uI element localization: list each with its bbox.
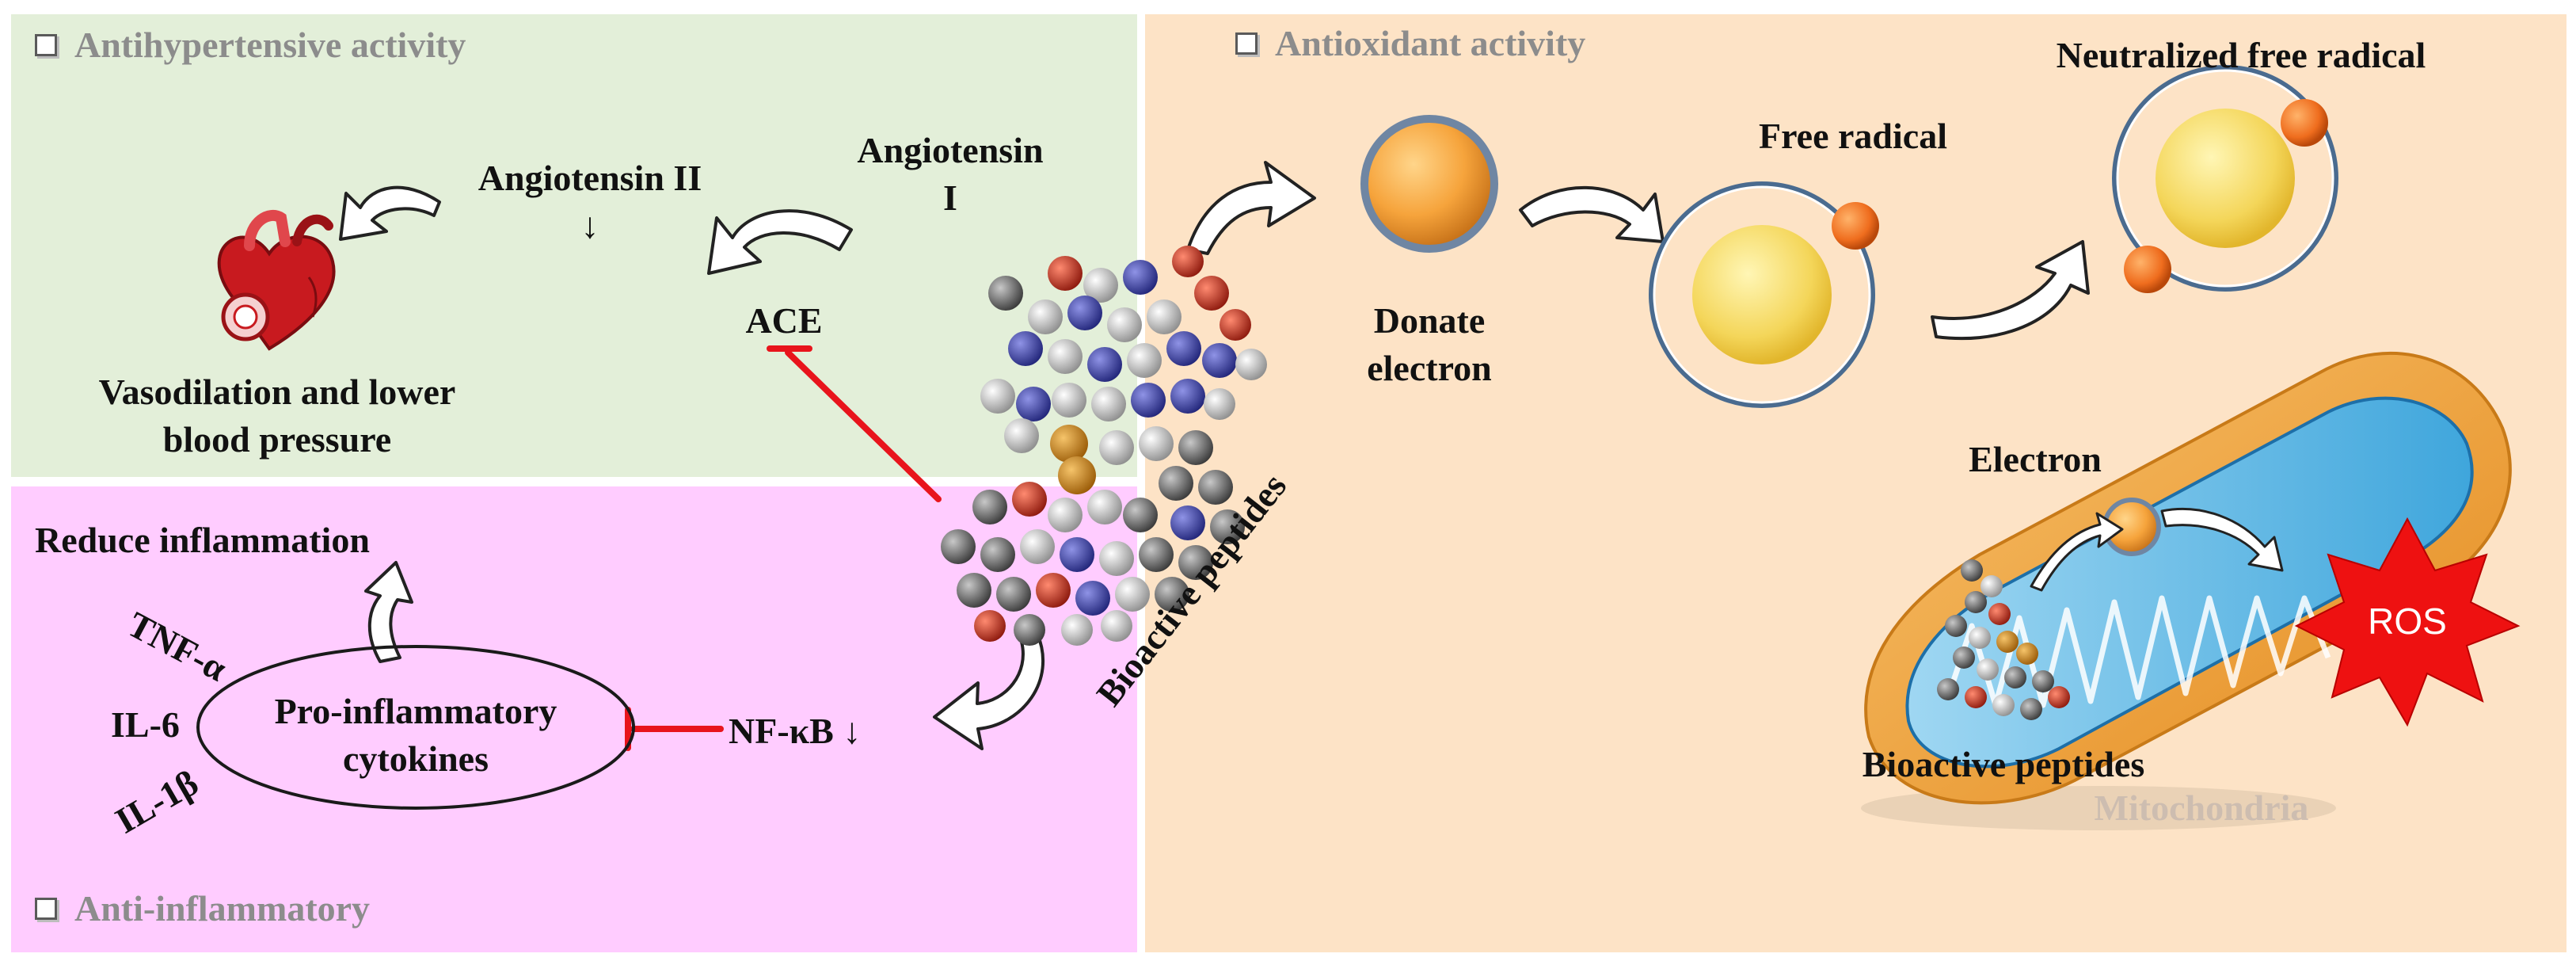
angiotensin-i-label: Angiotensin I (857, 130, 1044, 218)
bioactive-peptides-mito-label: Bioactive peptides (1862, 744, 2145, 784)
free-radical-icon (1649, 181, 1879, 408)
donate-electron-label: Donate electron (1367, 300, 1492, 388)
checkbox-icon (35, 897, 57, 920)
angiotensin-ii-label: Angiotensin II ↓ (478, 158, 702, 246)
nfkb-label: NF-κB ↓ (729, 711, 862, 751)
checkbox-icon (1235, 32, 1258, 55)
antioxidant-header: Antioxidant activity (1235, 22, 1585, 64)
anti-inflammatory-header-text: Anti-inflammatory (74, 888, 371, 929)
free-radical-label: Free radical (1759, 116, 1947, 156)
ace-label: ACE (745, 300, 823, 341)
ros-label: ROS (2368, 601, 2447, 642)
il6-label: IL-6 (111, 704, 180, 745)
vasodilation-label: Vasodilation and lower blood pressure (98, 372, 456, 460)
curved-arrow-icon (339, 185, 441, 241)
electron-label: Electron (1969, 439, 2102, 479)
cytokines-ellipse (196, 645, 635, 810)
curved-arrow-icon (2160, 507, 2284, 572)
mito-peptide-icon (1937, 559, 2070, 720)
mitochondria-label: Mitochondria (2094, 788, 2309, 828)
antioxidant-header-text: Antioxidant activity (1275, 23, 1586, 63)
curved-arrow-icon (2030, 512, 2124, 592)
curved-arrow-icon (1186, 161, 1316, 255)
curved-arrow-icon (933, 632, 1045, 750)
cytokines-label: Pro-inflammatory cytokines (274, 691, 557, 779)
curved-arrow-icon (1519, 185, 1665, 243)
curved-arrow-icon (707, 209, 853, 275)
curved-arrow-icon (364, 561, 413, 663)
antihypertensive-header-text: Antihypertensive activity (74, 25, 466, 65)
anti-inflammatory-header: Anti-inflammatory (35, 887, 370, 929)
antihypertensive-panel (11, 14, 1137, 477)
curved-arrow-icon (1931, 240, 2090, 341)
checkbox-icon (35, 33, 57, 56)
heart-icon (217, 209, 336, 351)
reduce-inflammation-label: Reduce inflammation (35, 520, 370, 560)
ace-inhibition-line (785, 349, 942, 502)
peptide-molecule-icon (941, 246, 1267, 646)
neutralized-radical-label: Neutralized free radical (2056, 35, 2426, 75)
ros-burst-icon (2294, 517, 2521, 727)
neutralized-radical-icon (2112, 65, 2338, 293)
donor-electron-icon (1360, 115, 1498, 253)
antihypertensive-header: Antihypertensive activity (35, 24, 466, 66)
